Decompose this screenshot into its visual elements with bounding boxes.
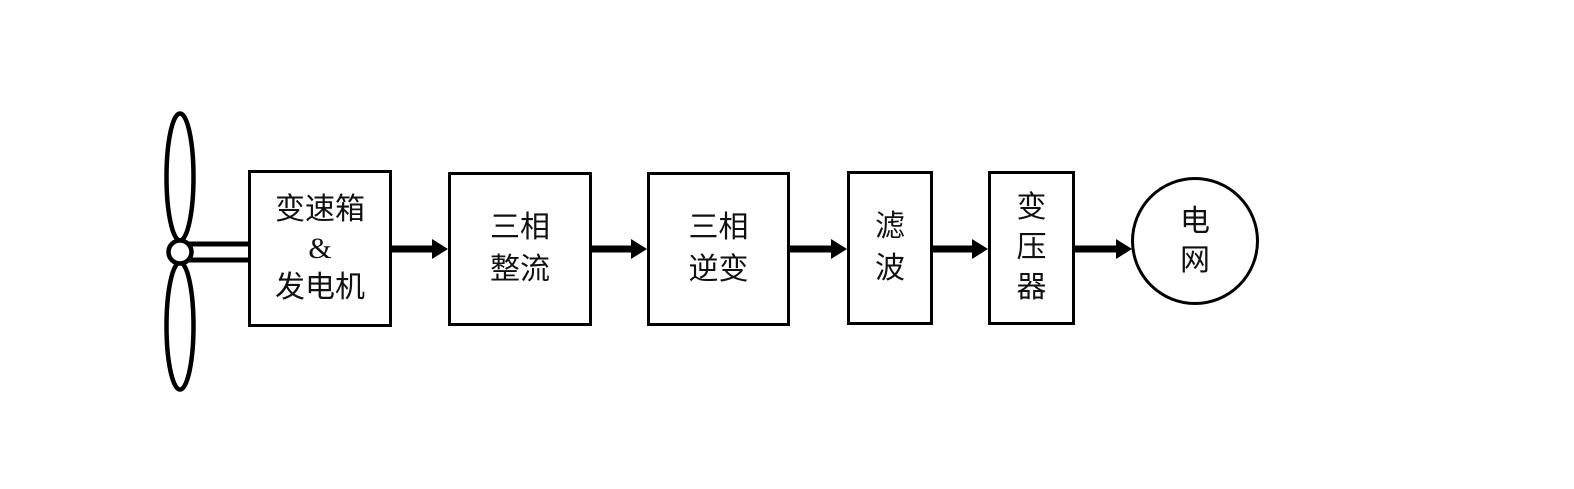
flow-arrow-2: [592, 239, 647, 259]
turbine-blade-top: [164, 111, 196, 243]
wind-turbine-icon: [164, 111, 251, 392]
flow-arrow-4: [933, 239, 988, 259]
turbine-hub: [166, 238, 194, 266]
block-label-line: 发电机: [275, 271, 365, 304]
block-label-line: 逆变: [688, 253, 749, 286]
block-label-line: 网: [1180, 244, 1210, 277]
block-label-line: &: [308, 232, 332, 265]
block-label-line: 变速箱: [275, 193, 365, 226]
block-filter: 滤 波: [847, 171, 933, 325]
block-label-line: 整流: [490, 253, 550, 286]
block-label-line: 压: [1016, 231, 1047, 264]
block-three-phase-inverter: 三相 逆变: [647, 172, 790, 326]
block-label-line: 器: [1016, 271, 1047, 304]
block-label-line: 波: [875, 252, 905, 285]
flow-arrow-5: [1075, 239, 1132, 259]
block-label-line: 电: [1180, 205, 1210, 238]
block-label-line: 变: [1016, 191, 1047, 224]
block-label-line: 三相: [490, 211, 550, 244]
turbine-blade-bottom: [164, 260, 196, 392]
node-power-grid: 电 网: [1131, 177, 1259, 305]
block-three-phase-rectifier: 三相 整流: [448, 172, 592, 326]
flow-arrow-3: [790, 239, 847, 259]
block-label-line: 三相: [688, 211, 749, 244]
flow-arrow-1: [392, 239, 448, 259]
block-transformer: 变 压 器: [988, 171, 1075, 325]
block-gearbox-generator: 变速箱 & 发电机: [248, 170, 392, 327]
block-label-line: 滤: [875, 210, 905, 243]
